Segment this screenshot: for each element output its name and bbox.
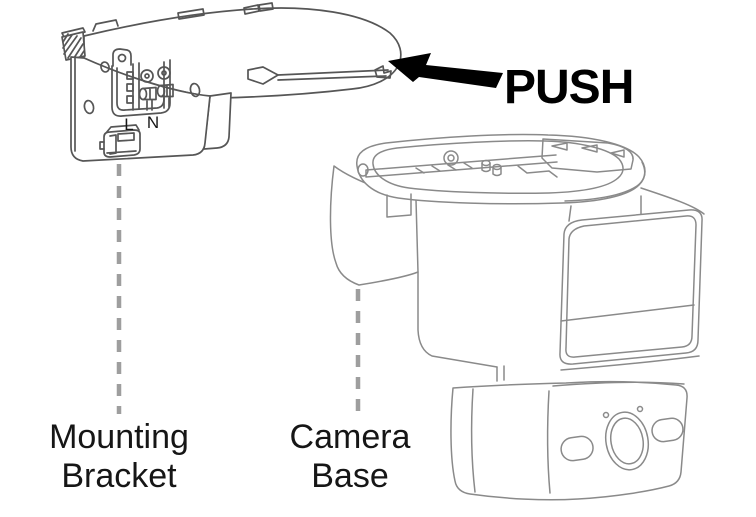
base-mid-panel bbox=[417, 271, 498, 368]
tray-post bbox=[443, 150, 459, 166]
bracket-back-plate bbox=[203, 92, 232, 150]
bracket-hatch-ridge bbox=[61, 27, 86, 61]
bracket-under-rail bbox=[277, 69, 389, 81]
mounting-bracket-illustration: L N bbox=[61, 2, 402, 162]
front-panel-divider bbox=[560, 304, 695, 322]
callout-camera-base-line1: Camera bbox=[289, 418, 411, 456]
push-arrow-icon bbox=[388, 53, 503, 88]
bracket-hook bbox=[374, 65, 392, 79]
callout-camera-base: Camera Base bbox=[240, 418, 460, 496]
bracket-screw-hole bbox=[83, 99, 95, 115]
callout-mounting-bracket: Mounting Bracket bbox=[9, 418, 229, 496]
bracket-plate-slot bbox=[258, 2, 274, 12]
camera-mic-dot bbox=[636, 405, 644, 413]
camera-light-left bbox=[560, 435, 594, 462]
base-neck bbox=[496, 365, 505, 382]
bracket-screw-hole bbox=[100, 61, 110, 73]
callout-camera-base-line2: Base bbox=[311, 457, 389, 495]
callout-mounting-bracket-line1: Mounting bbox=[49, 418, 189, 456]
tray-pivot bbox=[357, 163, 369, 177]
terminal-label-n: N bbox=[147, 113, 159, 132]
camera-head bbox=[450, 380, 688, 501]
tray-sawtooth-block bbox=[541, 138, 634, 173]
camera-lens bbox=[604, 411, 650, 471]
tray-rail bbox=[365, 154, 558, 178]
terminal-block bbox=[111, 48, 174, 117]
bracket-bottom-clip bbox=[99, 124, 141, 158]
bracket-screw-hole bbox=[189, 82, 201, 98]
bracket-under-rail bbox=[247, 66, 279, 85]
terminal-screw bbox=[157, 66, 171, 80]
camera-light-right bbox=[651, 417, 684, 443]
camera-base-illustration bbox=[329, 133, 705, 501]
bracket-plate-slot bbox=[177, 8, 205, 20]
camera-status-led bbox=[602, 411, 610, 419]
push-label: PUSH bbox=[504, 61, 634, 114]
bracket-plate-slot bbox=[243, 4, 260, 15]
callout-mounting-bracket-line2: Bracket bbox=[61, 457, 177, 495]
terminal-screw bbox=[140, 69, 154, 83]
base-front-panel bbox=[559, 209, 703, 365]
terminal-label-l: L bbox=[124, 115, 133, 134]
bracket-plate-notch bbox=[92, 19, 119, 32]
